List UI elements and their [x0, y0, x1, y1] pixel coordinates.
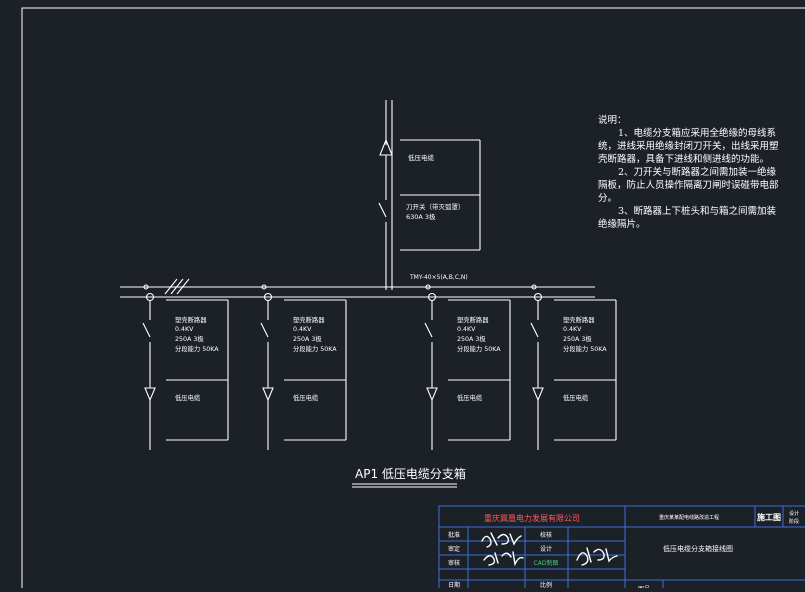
feeder-2-capacity: 分段能力 50KA	[293, 344, 337, 353]
feeder-1-rating: 250A 3极	[175, 334, 204, 343]
tb-drawing-title: 低压电缆分支箱接线图	[663, 544, 733, 553]
feeder-1-breaker-label: 塑壳断路器	[175, 315, 207, 324]
feeder-2	[260, 284, 347, 450]
tb-stage-side-1: 设计	[789, 510, 799, 517]
feeder-2-cable-label: 低压电缆	[293, 393, 319, 402]
note-item-1: 1、电缆分支箱应采用全绝缘的母线系统，进线采用绝缘封闭刀开关，出线采用塑壳断路器…	[598, 128, 779, 165]
feeder-1-arrow	[144, 387, 156, 402]
signature-2	[483, 551, 524, 567]
notes-panel: 说明： 1、电缆分支箱应采用全绝缘的母线系统，进线采用绝缘封闭刀开关，出线采用塑…	[598, 114, 780, 231]
tb-mid-label-2: 设计	[540, 545, 552, 553]
tb-left-label-3: 审核	[448, 559, 460, 567]
signature-strokes	[481, 532, 618, 567]
feeder-4-cable-label: 低压电缆	[563, 393, 589, 402]
incoming-switch-spec: 630A 3极	[406, 212, 436, 221]
feeder-1-breaker-blade	[142, 322, 151, 338]
feeder-4-voltage: 0.4KV	[563, 326, 582, 333]
feeder-2-voltage: 0.4KV	[293, 326, 312, 333]
tb-mid-label-3: CAD制图	[534, 559, 559, 567]
feeder-3-arrow	[426, 387, 438, 402]
feeder-1-capacity: 分段能力 50KA	[175, 344, 219, 353]
notes-heading: 说明：	[598, 115, 627, 126]
feeder-1	[142, 284, 229, 450]
feeder-1-cable-label: 低压电缆	[175, 393, 201, 402]
diagram-title: AP1 低压电缆分支箱	[355, 466, 466, 481]
feeder-1-tap	[143, 284, 149, 290]
tb-stage: 施工图	[757, 512, 781, 522]
incoming-cable-label: 低压电缆	[408, 153, 435, 162]
drawing-frame	[21, 7, 805, 592]
note-item-3: 3、断路器上下桩头和与箱之间需加装绝缘隔片。	[598, 206, 777, 230]
feeder-1-voltage: 0.4KV	[175, 326, 194, 333]
tb-left-label-2: 审定	[448, 545, 460, 553]
feeder-4-tap	[531, 284, 537, 290]
tb-project: 重庆某某配电线路改造工程	[659, 514, 719, 521]
note-item-2: 2、刀开关与断路器之间需加装一绝缘隔板，防止人员操作隔离刀闸时误碰带电部分。	[598, 167, 779, 204]
feeder-3-tap	[425, 284, 431, 290]
incoming-switch-blade	[378, 202, 387, 218]
feeder-4	[530, 284, 617, 450]
title-block-frame	[438, 505, 805, 592]
tb-mid-label-4: 比例	[540, 581, 552, 588]
busbar-label: TMY-40×5(A,B,C,N)	[409, 274, 468, 281]
tb-company: 重庆冀凰电力发展有限公司	[484, 513, 580, 523]
feeder-3-rating: 250A 3极	[457, 334, 486, 343]
tb-left-label-4: 日期	[448, 581, 460, 588]
busbar-tick-1	[164, 278, 178, 295]
feeder-2-breaker-label: 塑壳断路器	[293, 315, 325, 324]
signature-1	[481, 532, 522, 548]
feeder-3-breaker-label: 塑壳断路器	[457, 315, 489, 324]
incoming-feeder	[378, 100, 481, 290]
feeder-4-breaker-blade	[530, 322, 539, 338]
feeder-2-arrow	[262, 387, 274, 402]
tb-stage-side-2: 阶段	[789, 518, 799, 525]
signature-3	[576, 547, 618, 566]
feeder-2-rating: 250A 3极	[293, 334, 322, 343]
incoming-switch-label: 刀开关（带灭弧罩）	[406, 202, 465, 211]
feeder-3	[424, 284, 511, 450]
feeder-2-breaker-blade	[260, 322, 269, 338]
tb-left-label-1: 批准	[448, 531, 460, 539]
busbar	[120, 278, 595, 298]
feeder-4-breaker-label: 塑壳断路器	[563, 315, 595, 324]
feeder-2-tap	[261, 284, 267, 290]
feeder-3-cable-label: 低压电缆	[457, 393, 483, 402]
feeder-4-arrow	[532, 387, 544, 402]
feeder-3-breaker-blade	[424, 322, 433, 338]
feeder-4-rating: 250A 3极	[563, 334, 592, 343]
title-block	[438, 505, 805, 592]
busbar-tick-2	[170, 278, 184, 295]
feeder-4-capacity: 分段能力 50KA	[563, 344, 607, 353]
busbar-tick-3	[176, 278, 190, 295]
feeder-3-voltage: 0.4KV	[457, 326, 476, 333]
feeder-3-capacity: 分段能力 50KA	[457, 344, 501, 353]
tb-mid-label-1: 校核	[540, 531, 552, 539]
